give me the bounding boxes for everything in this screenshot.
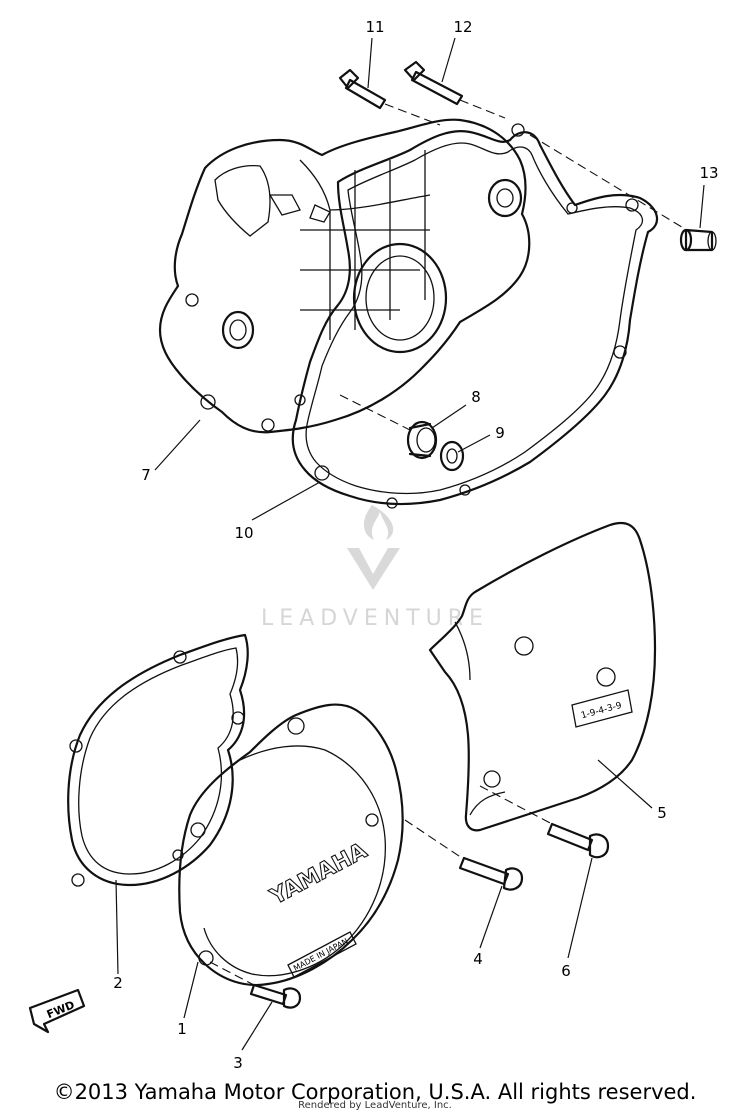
cover-plate: 1-9-4-3-9: [571, 689, 633, 728]
assembly-lines-upper: [339, 99, 691, 431]
watermark-logo: LEADVENTURE: [261, 505, 489, 631]
callout-3: 3: [233, 1054, 243, 1072]
copyright-notice: ©2013 Yamaha Motor Corporation, U.S.A. A…: [53, 1080, 697, 1104]
callout-7: 7: [141, 466, 151, 484]
generator-cover-gasket: [67, 633, 249, 887]
rendered-by-notice: Rendered by LeadVenture, Inc.: [298, 1100, 452, 1111]
crankcase-cover-gasket: [291, 123, 658, 509]
generator-cover: YAMAHA MADE IN JAPAN: [178, 703, 404, 987]
cover-stamp: MADE IN JAPAN: [287, 931, 357, 978]
fwd-direction-arrow: FWD: [28, 988, 86, 1034]
screw-11: [338, 68, 387, 110]
callout-1: 1: [177, 1020, 187, 1038]
callout-labels: 11 12 13 8 9 7 10 5 2 4 6 1 3: [113, 18, 718, 1072]
screw-3: [249, 983, 302, 1009]
washer-9: [439, 440, 465, 472]
cover-stamp-text: MADE IN JAPAN: [292, 937, 350, 973]
screw-6: [546, 822, 610, 859]
callout-6: 6: [561, 962, 571, 980]
callout-11: 11: [365, 18, 384, 36]
oil-seal-8: [406, 420, 438, 460]
callout-9: 9: [495, 424, 505, 442]
callout-12: 12: [453, 18, 472, 36]
screw-12: [403, 60, 464, 106]
callout-2: 2: [113, 974, 123, 992]
screw-4: [458, 856, 524, 891]
sprocket-cover: 1-9-4-3-9: [428, 521, 657, 832]
cover-plate-text: 1-9-4-3-9: [580, 701, 623, 722]
callout-10: 10: [234, 524, 253, 542]
cover-brand-text: YAMAHA: [266, 839, 372, 911]
watermark-text: LEADVENTURE: [261, 606, 489, 631]
crankcase: [158, 118, 531, 434]
callout-5: 5: [657, 804, 667, 822]
callout-8: 8: [471, 388, 481, 406]
callout-4: 4: [473, 950, 483, 968]
assembly-lines-lower: [209, 785, 553, 986]
callout-13: 13: [699, 164, 718, 182]
leader-lines: [115, 37, 705, 1051]
dowel-pin-13: [679, 228, 717, 252]
